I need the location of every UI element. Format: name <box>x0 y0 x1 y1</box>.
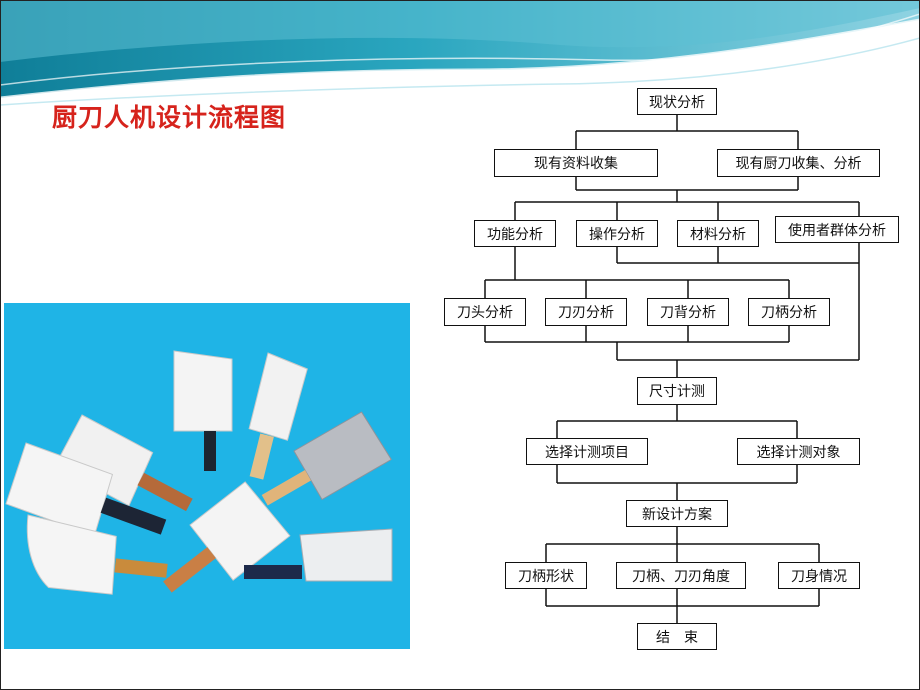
node-existing-knives: 现有厨刀收集、分析 <box>717 149 880 177</box>
knife-image <box>248 352 308 480</box>
knives-photo <box>4 303 410 649</box>
node-blade-body: 刀身情况 <box>778 562 860 589</box>
node-measurement: 尺寸计测 <box>637 377 717 405</box>
node-blade-edge: 刀刃分析 <box>545 298 627 326</box>
node-current-analysis: 现状分析 <box>637 88 717 115</box>
node-end: 结 束 <box>637 623 717 650</box>
node-handle: 刀柄分析 <box>748 298 830 326</box>
node-select-subjects: 选择计测对象 <box>737 438 860 465</box>
knife-image <box>54 414 193 512</box>
node-function-analysis: 功能分析 <box>474 220 556 247</box>
knife-image <box>173 350 233 471</box>
knife-image <box>26 514 168 595</box>
node-handle-shape: 刀柄形状 <box>505 562 587 589</box>
node-blade-back: 刀背分析 <box>647 298 729 326</box>
knife-image <box>244 528 393 582</box>
flowchart: 现状分析 现有资料收集 现有厨刀收集、分析 功能分析 操作分析 材料分析 使用者… <box>430 80 920 690</box>
page-title: 厨刀人机设计流程图 <box>52 103 287 132</box>
node-operation-analysis: 操作分析 <box>576 220 658 247</box>
node-new-design: 新设计方案 <box>626 500 728 527</box>
node-existing-data: 现有资料收集 <box>494 149 658 177</box>
wave-banner <box>0 0 920 106</box>
knife-image <box>163 481 291 593</box>
flowchart-connectors <box>484 115 860 623</box>
node-select-items: 选择计测项目 <box>526 438 648 465</box>
node-blade-head: 刀头分析 <box>444 298 526 326</box>
knife-image <box>261 411 392 506</box>
node-material-analysis: 材料分析 <box>677 220 759 247</box>
node-user-group-analysis: 使用者群体分析 <box>775 216 899 243</box>
node-handle-edge-angle: 刀柄、刀刃角度 <box>616 562 746 589</box>
